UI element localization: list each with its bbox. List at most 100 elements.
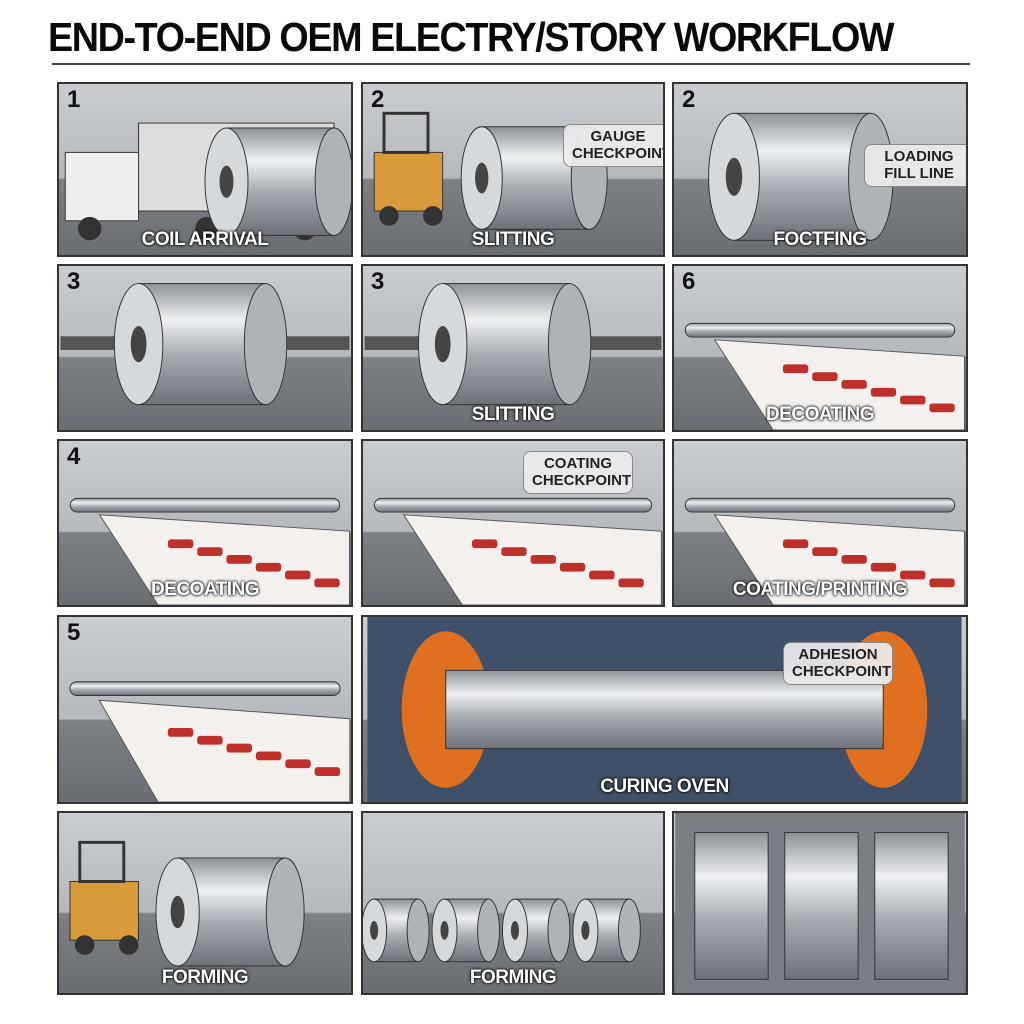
step-label: COATING/PRINTING (732, 579, 908, 600)
print-mark (870, 387, 897, 397)
panel-illustration (363, 898, 641, 963)
checkpoint-callout: ADHESION CHECKPOINT (783, 642, 893, 685)
step-number: 1 (67, 86, 81, 113)
press-cylinder (694, 832, 769, 980)
steel-coil (431, 898, 500, 963)
print-mark (285, 570, 311, 580)
panel-illustration (69, 840, 305, 967)
panel-illustration (373, 497, 662, 605)
print-mark (167, 539, 194, 549)
print-mark (812, 372, 838, 381)
print-mark (530, 555, 556, 564)
step-label: FORMING (469, 967, 557, 988)
steel-coil (113, 283, 288, 406)
steel-coil (708, 112, 894, 241)
steel-coil (501, 898, 571, 963)
printed-web (713, 514, 965, 605)
step-number: 5 (67, 619, 81, 646)
panel-illustration (708, 112, 894, 241)
print-mark (900, 395, 926, 405)
roller (69, 681, 341, 696)
print-mark (589, 570, 615, 580)
checkpoint-callout: LOADING FILL LINE (864, 144, 966, 187)
step-label: FOCTFING (773, 229, 867, 250)
panel-illustration (60, 283, 350, 406)
steel-coil (363, 898, 430, 963)
roller (69, 497, 341, 513)
print-mark (841, 555, 867, 564)
print-mark (841, 380, 867, 389)
panel-illustration (367, 617, 962, 802)
panel-illustration (684, 322, 965, 430)
workflow-panel (672, 811, 968, 995)
step-label: SLITTING (471, 404, 555, 425)
print-mark (618, 578, 644, 588)
press-cylinder (784, 832, 859, 980)
step-label: DECOATING (765, 404, 875, 425)
print-mark (226, 555, 252, 564)
page-title: END-TO-END OEM ELECTRY/STORY WORKFLOW (48, 14, 895, 60)
print-mark (255, 751, 282, 761)
print-mark (501, 547, 527, 556)
panel-illustration (684, 497, 965, 605)
workflow-panel: FORMING (361, 811, 665, 995)
workflow-panel: CURING OVEN ADHESION CHECKPOINT (361, 615, 968, 804)
print-mark (255, 562, 282, 572)
panel-illustration (675, 813, 965, 993)
step-label: CURING OVEN (600, 776, 729, 797)
print-mark (197, 547, 223, 556)
step-label: COIL ARRIVAL (141, 229, 269, 250)
panel-illustration (64, 122, 351, 241)
step-number: 6 (682, 268, 696, 295)
checkpoint-callout: GAUGE CHECKPOINT (563, 124, 663, 167)
roller (373, 497, 653, 513)
print-mark (314, 767, 341, 776)
workflow-panel: FORMING (57, 811, 353, 995)
workflow-panel: 5 (57, 615, 353, 804)
step-number: 2 (371, 86, 385, 113)
roller (684, 497, 956, 513)
step-number: 3 (67, 268, 81, 295)
steel-coil (572, 898, 641, 963)
steel-coil (204, 127, 351, 236)
print-mark (314, 578, 340, 588)
workflow-panel: COATING/PRINTING (672, 439, 968, 607)
steel-coil (155, 857, 305, 967)
printed-web (98, 514, 350, 605)
step-label: FORMING (161, 967, 249, 988)
press-cylinder (874, 832, 949, 980)
roller (684, 322, 956, 338)
panel-illustration (69, 497, 350, 605)
checkpoint-callout: COATING CHECKPOINT (523, 451, 633, 494)
print-mark (472, 539, 498, 549)
panel-illustration (364, 283, 662, 406)
print-mark (929, 403, 955, 413)
printed-web (713, 339, 965, 430)
print-mark (782, 539, 809, 549)
print-mark (900, 570, 926, 580)
print-mark (812, 547, 838, 556)
workflow-panel: COATING CHECKPOINT (361, 439, 665, 607)
step-number: 3 (371, 268, 385, 295)
step-number: 2 (682, 86, 696, 113)
print-mark (929, 578, 955, 588)
steel-coil (418, 283, 592, 406)
print-mark (559, 562, 586, 572)
print-mark (226, 743, 252, 753)
print-mark (197, 735, 223, 745)
print-mark (870, 562, 897, 572)
print-mark (285, 759, 311, 769)
panel-illustration (69, 681, 351, 802)
printed-web (98, 699, 351, 802)
workflow-panel: 3 (57, 264, 353, 432)
title-divider (52, 63, 970, 65)
forklift-icon (373, 111, 444, 226)
print-mark (782, 364, 809, 374)
forklift-icon (69, 840, 139, 955)
